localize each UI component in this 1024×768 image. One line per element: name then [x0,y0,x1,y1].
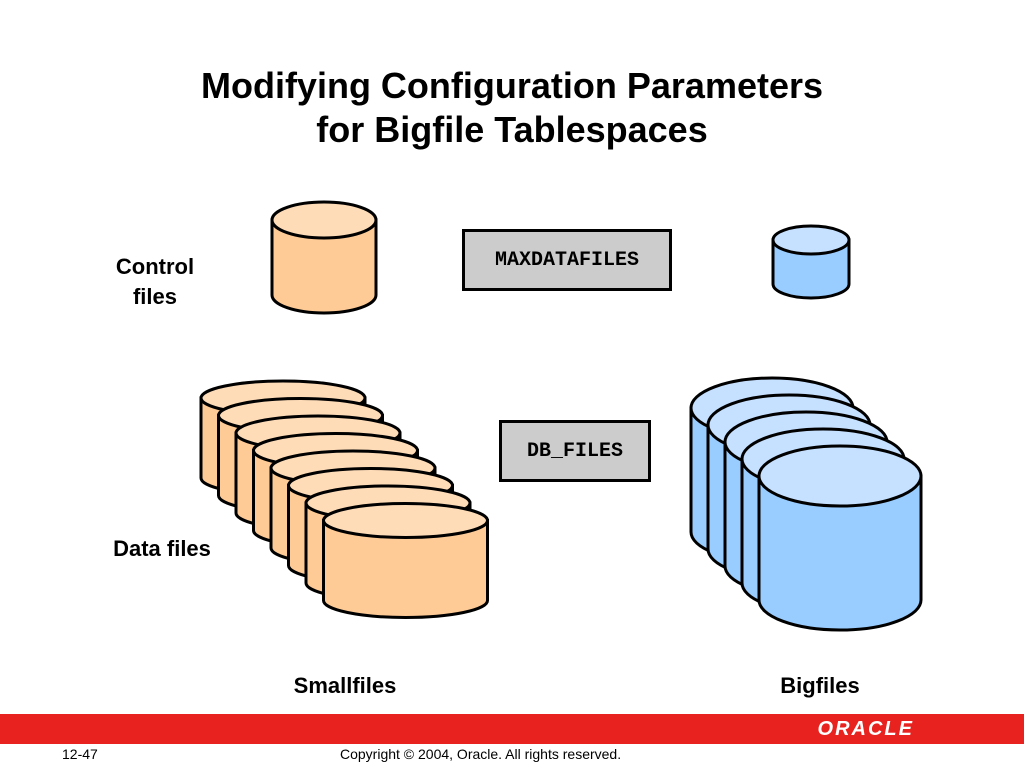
maxdatafiles-box: MAXDATAFILES [462,229,672,291]
control-files-label-line-2: files [132,284,178,309]
control-file-big-cylinder [771,224,851,300]
footer-bar [0,714,1024,744]
control-files-label-line-1: Control [115,254,195,279]
smallfile-cylinder-8 [322,502,489,619]
data-files-label: Data files [113,536,211,561]
control-file-small-cylinder [270,200,378,315]
bigfiles-label: Bigfiles [780,673,860,698]
page-number: 12-47 [62,746,98,762]
smallfiles-label: Smallfiles [293,673,397,698]
copyright-text: Copyright © 2004, Oracle. All rights res… [340,746,622,762]
title-line-2: for Bigfile Tablespaces [316,109,708,150]
title-line-1: Modifying Configuration Parameters [200,65,824,106]
oracle-logo: ORACLE [817,718,914,740]
bigfile-cylinder-5 [757,444,923,632]
control-files-label: Control files [95,252,215,312]
db-files-box: DB_FILES [499,420,651,482]
slide-title: Modifying Configuration Parameters for B… [0,64,1024,152]
